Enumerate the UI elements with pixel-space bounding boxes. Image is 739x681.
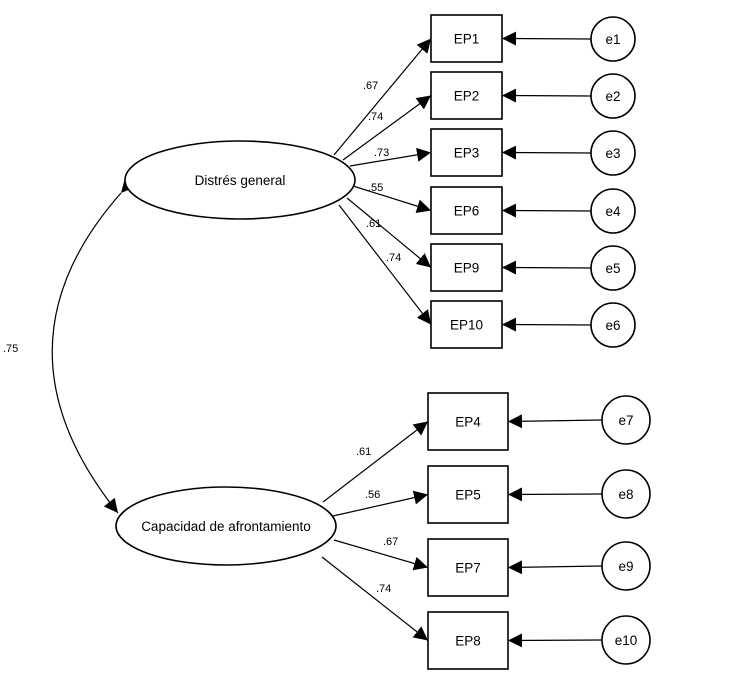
error-arrow-e10 — [507, 633, 603, 648]
item-label-ep2: EP2 — [454, 89, 480, 104]
error-label-e2: e2 — [605, 89, 620, 104]
error-circle-e2 — [590, 73, 636, 119]
loading-label-ep1: .67 — [363, 80, 378, 92]
factor-ellipse-capacidad-afrontamiento — [115, 486, 337, 566]
loading-arrow-ep4 — [322, 421, 429, 503]
loading-label-ep2: .74 — [368, 111, 383, 123]
loading-label-ep5: .56 — [365, 489, 380, 501]
correlation-label: .75 — [3, 343, 18, 355]
indicator-group-ep1: .67 EP1 e1 — [333, 14, 636, 156]
error-label-e10: e10 — [615, 633, 638, 648]
error-label-e7: e7 — [618, 413, 633, 428]
loading-label-ep4: .61 — [356, 446, 371, 458]
error-circle-e3 — [590, 130, 636, 176]
indicator-group-ep4: .61 EP4 e7 — [322, 392, 651, 503]
indicator-group-ep2: .74 EP2 e2 — [342, 71, 636, 161]
item-box-ep2 — [430, 71, 503, 120]
item-label-ep7: EP7 — [455, 561, 481, 576]
error-label-e8: e8 — [618, 487, 633, 502]
item-label-ep3: EP3 — [454, 146, 480, 161]
loading-arrow-ep6 — [352, 185, 432, 213]
error-arrow-e8 — [507, 487, 603, 502]
loading-label-ep8: .74 — [376, 583, 391, 595]
error-arrow-e6 — [501, 317, 592, 332]
item-box-ep1 — [430, 14, 503, 63]
error-circle-e8 — [601, 469, 651, 519]
item-label-ep9: EP9 — [454, 261, 480, 276]
loading-label-ep9: .61 — [366, 218, 381, 230]
error-circle-e5 — [590, 245, 636, 291]
error-label-e1: e1 — [605, 32, 620, 47]
error-arrow-e4 — [501, 203, 592, 218]
error-circle-e9 — [601, 541, 651, 591]
error-arrow-e9 — [507, 560, 603, 575]
item-box-ep3 — [430, 128, 503, 177]
error-circle-e6 — [590, 302, 636, 348]
item-label-ep5: EP5 — [455, 488, 481, 503]
loading-arrow-ep3 — [349, 147, 432, 167]
factor-correlation-arrow — [51, 177, 136, 514]
loading-label-ep7: .67 — [383, 536, 398, 548]
loading-arrow-ep8 — [321, 556, 429, 641]
error-circle-e4 — [590, 188, 636, 234]
error-circle-e7 — [601, 395, 651, 445]
error-arrow-e7 — [507, 414, 603, 429]
item-label-ep6: EP6 — [454, 204, 480, 219]
error-circle-e1 — [590, 16, 636, 62]
error-label-e5: e5 — [605, 261, 620, 276]
item-box-ep5 — [427, 465, 509, 524]
item-box-ep7 — [427, 538, 509, 597]
loading-arrow-ep1 — [333, 38, 432, 156]
factor-label-capacidad-afrontamiento: Capacidad de afrontamiento — [141, 519, 311, 534]
error-label-e9: e9 — [618, 559, 633, 574]
loading-arrow-ep9 — [346, 197, 432, 268]
loading-arrow-ep5 — [332, 490, 429, 517]
item-box-ep6 — [430, 186, 503, 235]
error-label-e3: e3 — [605, 146, 620, 161]
error-arrow-e5 — [501, 260, 592, 275]
error-arrow-e1 — [501, 31, 592, 46]
loading-arrow-ep10 — [338, 204, 432, 325]
error-label-e4: e4 — [605, 204, 621, 219]
item-label-ep1: EP1 — [454, 32, 480, 47]
error-label-e6: e6 — [605, 318, 620, 333]
item-box-ep4 — [427, 392, 509, 451]
indicator-group-ep3: .73 EP3 e3 — [349, 128, 636, 177]
loading-arrow-ep7 — [333, 539, 429, 571]
loading-label-ep10: .74 — [386, 252, 401, 264]
loading-label-ep6: .55 — [368, 182, 383, 194]
item-label-ep4: EP4 — [455, 415, 481, 430]
item-box-ep8 — [427, 611, 509, 670]
indicator-group-ep5: .56 EP5 e8 — [332, 465, 651, 524]
item-box-ep10 — [430, 300, 503, 349]
loading-arrow-ep2 — [342, 95, 432, 161]
error-arrow-e2 — [501, 88, 592, 103]
factor-label-distres-general: Distrés general — [195, 173, 286, 188]
factor-ellipse-distres-general — [124, 140, 356, 220]
item-label-ep10: EP10 — [450, 318, 483, 333]
error-circle-e10 — [601, 615, 651, 665]
item-label-ep8: EP8 — [455, 634, 481, 649]
loading-label-ep3: .73 — [374, 147, 389, 159]
item-box-ep9 — [430, 243, 503, 292]
error-arrow-e3 — [501, 145, 592, 160]
